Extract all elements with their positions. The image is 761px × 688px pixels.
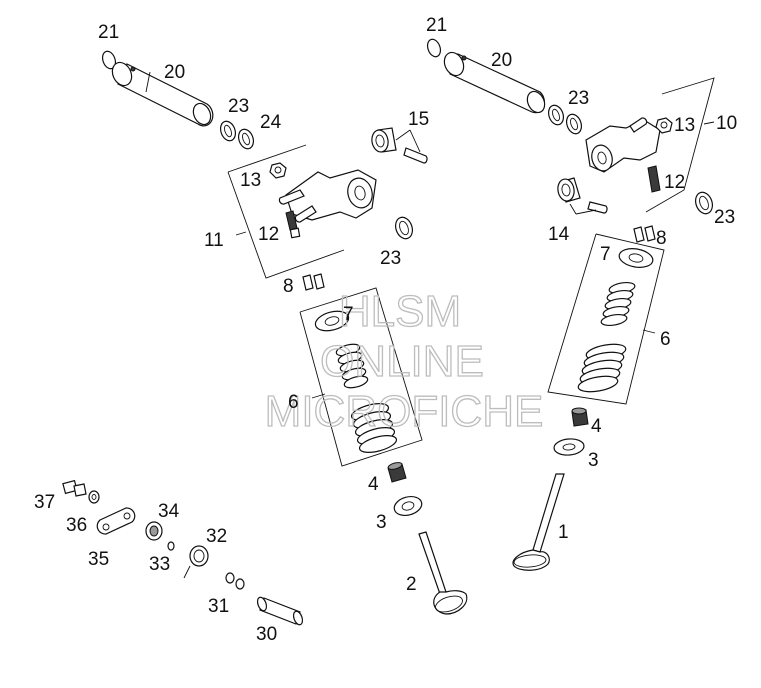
part-10-rocker-arm-assembly-right[interactable]: [585, 77, 715, 213]
callout-23-right-top: 23: [568, 88, 589, 109]
callout-labels: 1 2 3 3 4 4 6 6 7 7 8 8 10 11 12 12 13 1…: [34, 15, 737, 645]
watermark-line-3: MICROFICHE: [265, 387, 544, 436]
callout-23-left-lower: 23: [380, 248, 401, 269]
callout-35: 35: [88, 549, 109, 570]
part-30-pin[interactable]: [256, 596, 304, 626]
watermark-line-2: ONLINE: [320, 337, 484, 386]
callout-20-left: 20: [164, 62, 185, 83]
callout-4-left: 4: [368, 474, 379, 495]
part-13-nut-left[interactable]: [269, 162, 287, 179]
callout-15: 15: [408, 109, 429, 130]
callout-12-right: 12: [664, 172, 685, 193]
callout-23-left-top: 23: [228, 96, 249, 117]
callout-32: 32: [206, 526, 227, 547]
callout-30: 30: [256, 624, 277, 645]
callout-23-right-lower: 23: [714, 207, 735, 228]
part-8-valve-cotters-right[interactable]: [633, 225, 656, 243]
part-4-stem-seal-right[interactable]: [571, 407, 589, 427]
part-36-washer[interactable]: [88, 490, 100, 504]
part-6-valve-spring-assembly-right[interactable]: [547, 233, 665, 405]
watermark: HLSM ONLINE MICROFICHE: [264, 286, 544, 436]
watermark-line-1: HLSM: [339, 287, 461, 336]
callout-7-left: 7: [343, 304, 354, 325]
callout-31: 31: [208, 596, 229, 617]
part-12-adjusting-screw-right[interactable]: [647, 165, 661, 193]
part-20-rocker-shaft-left[interactable]: [109, 59, 214, 127]
part-23-washer-left-lower[interactable]: [393, 215, 416, 241]
callout-12-left: 12: [258, 224, 279, 245]
part-2-valve-left[interactable]: [418, 531, 468, 615]
part-23-washer-right-lower[interactable]: [693, 190, 716, 216]
part-1-valve-right[interactable]: [512, 473, 565, 571]
part-23-washer-right-top-b[interactable]: [564, 112, 584, 136]
part-32-seal-ring[interactable]: [183, 545, 209, 579]
callout-34: 34: [158, 501, 180, 522]
callout-13-left: 13: [240, 170, 261, 191]
callout-13-right: 13: [674, 115, 695, 136]
callout-33: 33: [149, 554, 170, 575]
part-20-rocker-shaft-right[interactable]: [441, 49, 548, 115]
part-3-spring-seat-left[interactable]: [392, 494, 424, 519]
part-4-stem-seal-left[interactable]: [387, 461, 407, 483]
callout-21-left: 21: [98, 22, 119, 43]
part-24-washer-left[interactable]: [236, 127, 256, 151]
part-34-bearing[interactable]: [145, 521, 163, 541]
callout-3-right: 3: [588, 450, 599, 471]
callout-14: 14: [548, 224, 570, 245]
part-35-plate[interactable]: [96, 507, 136, 535]
callout-6-left: 6: [288, 392, 299, 413]
callout-8-left: 8: [283, 276, 294, 297]
callout-7-right: 7: [600, 244, 611, 265]
part-37-bolt[interactable]: [62, 479, 87, 497]
part-13-nut-right[interactable]: [655, 117, 673, 134]
part-21-o-ring-right[interactable]: [425, 37, 442, 58]
callout-3-left: 3: [376, 512, 387, 533]
callout-8-right: 8: [656, 228, 667, 249]
part-14-roller-and-pin[interactable]: [556, 177, 608, 215]
callout-24: 24: [260, 112, 282, 133]
part-21-o-ring-left[interactable]: [100, 49, 117, 70]
callout-37: 37: [34, 492, 55, 513]
part-23-washer-right-top-a[interactable]: [546, 103, 566, 127]
part-15-roller-and-pin[interactable]: [370, 127, 428, 164]
part-12-adjusting-screw-left[interactable]: [285, 210, 301, 239]
part-6-valve-spring-assembly-left[interactable]: [299, 287, 423, 467]
part-11-rocker-arm-assembly-left[interactable]: [227, 144, 377, 279]
part-31-o-rings[interactable]: [225, 572, 245, 590]
callout-20-right: 20: [491, 50, 512, 71]
callout-4-right: 4: [591, 416, 602, 437]
part-23-washer-left-top[interactable]: [218, 119, 238, 143]
callout-11: 11: [204, 230, 224, 251]
callout-36: 36: [66, 515, 87, 536]
callout-10: 10: [716, 113, 737, 134]
part-33-small-ring[interactable]: [167, 541, 175, 551]
part-8-valve-cotters-left[interactable]: [302, 273, 325, 291]
callout-2: 2: [406, 574, 417, 595]
callout-21-right: 21: [426, 15, 447, 36]
callout-1: 1: [558, 522, 569, 543]
callout-6-right: 6: [660, 329, 671, 350]
part-3-spring-seat-right[interactable]: [553, 438, 585, 457]
